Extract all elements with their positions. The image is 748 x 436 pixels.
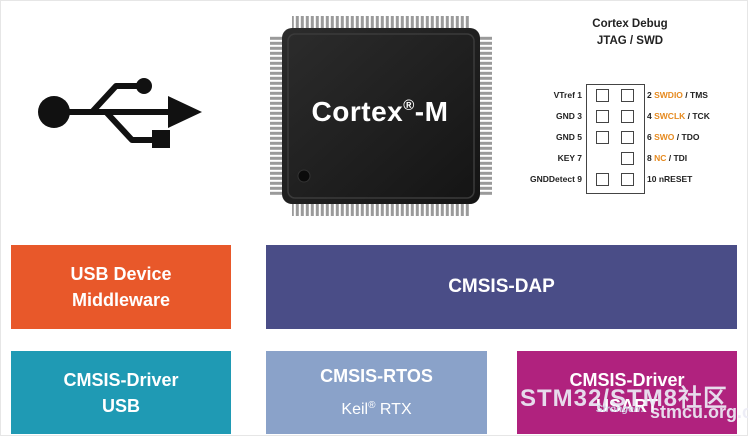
usb-icon	[38, 78, 202, 148]
pin-square	[596, 110, 609, 123]
debug-title-line1: Cortex Debug	[592, 18, 668, 30]
block-line: CMSIS-Driver	[63, 369, 179, 390]
pin-label-left: KEY 7	[557, 153, 582, 163]
debug-title: Cortex Debug JTAG / SWD	[540, 16, 720, 50]
pin-square	[621, 89, 634, 102]
pin-label-left: GND 3	[556, 111, 582, 121]
block-line: USB	[101, 395, 140, 416]
usb-device-middleware-block: USB Device Middleware	[11, 245, 231, 329]
block-subline: Keil® RTX	[341, 399, 412, 418]
block-line: USART	[596, 395, 658, 416]
cmsis-rtos-block: CMSIS-RTOS Keil® RTX	[266, 351, 487, 434]
cortex-m-chip-icon	[270, 16, 492, 216]
cmsis-driver-usart-block: CMSIS-Driver USART	[517, 351, 737, 434]
pin-label-left: VTref 1	[553, 90, 582, 100]
pin-label-right: 6 SWO / TDO	[647, 132, 700, 142]
pin-label-left: GNDDetect 9	[530, 174, 582, 184]
block-line: USB Device	[70, 264, 172, 284]
cmsis-dap-block: CMSIS-DAP	[266, 245, 737, 329]
pin-square	[596, 173, 609, 186]
block-line: Middleware	[71, 290, 171, 310]
pin-square	[596, 131, 609, 144]
pin-square	[621, 173, 634, 186]
block-line: CMSIS-Driver	[569, 369, 685, 390]
debug-title-line2: JTAG / SWD	[596, 35, 664, 47]
pin-label-right: 8 NC / TDI	[647, 153, 688, 163]
block-line: CMSIS-RTOS	[320, 365, 433, 386]
pin-square	[621, 152, 634, 165]
pin-square	[621, 110, 634, 123]
pin-label-right: 2 SWDIO / TMS	[647, 90, 708, 100]
chip-label: Cortex®-M	[311, 96, 449, 127]
pin-square	[596, 89, 609, 102]
block-line: CMSIS-DAP	[448, 276, 555, 297]
pin-label-left: GND 5	[556, 132, 582, 142]
pin-square	[621, 131, 634, 144]
pin-label-right: 10 nRESET	[647, 174, 693, 184]
debug-connector	[586, 84, 645, 194]
cmsis-driver-usb-block: CMSIS-Driver USB	[11, 351, 231, 434]
pin-label-right: 4 SWCLK / TCK	[647, 111, 710, 121]
